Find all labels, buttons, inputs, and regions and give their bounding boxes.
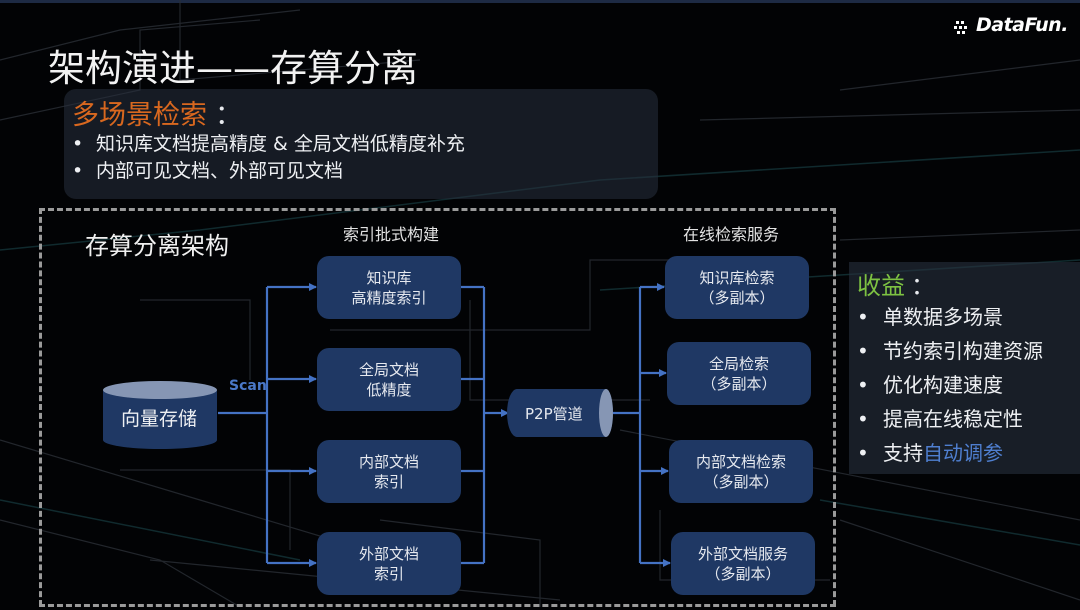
benefit-item: •提高在线稳定性 (857, 402, 1043, 436)
index-node-external-docs: 外部文档 索引 (317, 532, 461, 595)
architecture-frame (39, 208, 836, 606)
scenario-heading-colon: ： (215, 100, 242, 131)
benefits-heading-text: 收益 (857, 272, 905, 300)
benefit-item: •单数据多场景 (857, 300, 1043, 334)
top-accent-bar (0, 0, 1080, 3)
scenario-item: •内部可见文档、外部可见文档 (72, 158, 465, 185)
batch-build-header: 索引批式构建 (343, 225, 440, 244)
benefit-item: •优化构建速度 (857, 368, 1043, 402)
logo-text: DataFun. (976, 14, 1068, 36)
p2p-pipe-label: P2P管道 (525, 405, 583, 423)
vector-storage-cylinder (103, 381, 217, 449)
index-node-knowledge-base: 知识库 高精度索引 (317, 256, 461, 319)
online-service-header: 在线检索服务 (683, 225, 780, 244)
scan-label: Scan (229, 378, 267, 394)
scenario-heading-text: 多场景检索 (72, 100, 207, 131)
bullet-icon: • (857, 441, 869, 465)
index-node-global-docs: 全局文档 低精度 (317, 348, 461, 411)
benefits-heading: 收益： (857, 266, 935, 301)
scenario-panel: 多场景检索 ： •知识库文档提高精度 & 全局文档低精度补充 •内部可见文档、外部… (64, 89, 658, 199)
bullet-icon: • (857, 305, 869, 329)
vector-storage-label: 向量存储 (121, 408, 198, 430)
benefit-item: •支持自动调参 (857, 436, 1043, 470)
bullet-icon: • (72, 133, 84, 155)
scenario-list: •知识库文档提高精度 & 全局文档低精度补充 •内部可见文档、外部可见文档 (72, 131, 465, 185)
datafun-logo: DataFun. (954, 10, 1068, 40)
benefits-heading-colon: ： (911, 272, 935, 300)
bullet-icon: • (857, 339, 869, 363)
benefit-highlight: 自动调参 (923, 441, 1003, 465)
slide-title: 架构演进——存算分离 (48, 47, 418, 90)
benefits-list: •单数据多场景 •节约索引构建资源 •优化构建速度 •提高在线稳定性 •支持自动… (857, 300, 1043, 470)
scenario-item: •知识库文档提高精度 & 全局文档低精度补充 (72, 131, 465, 158)
bullet-icon: • (857, 373, 869, 397)
benefits-panel: 收益： •单数据多场景 •节约索引构建资源 •优化构建速度 •提高在线稳定性 •… (849, 262, 1080, 474)
bullet-icon: • (72, 160, 84, 182)
p2p-pipe-cylinder (507, 389, 613, 437)
architecture-frame-bottom (39, 604, 836, 610)
service-node-internal-docs: 内部文档检索 （多副本） (669, 440, 813, 503)
service-node-knowledge-base: 知识库检索 （多副本） (665, 256, 809, 319)
bullet-icon: • (857, 407, 869, 431)
architecture-title: 存算分离架构 (85, 232, 229, 260)
service-node-global: 全局检索 （多副本） (667, 342, 811, 405)
benefit-item: •节约索引构建资源 (857, 334, 1043, 368)
index-node-internal-docs: 内部文档 索引 (317, 440, 461, 503)
datafun-dots-icon (954, 16, 972, 34)
service-node-external-docs: 外部文档服务 （多副本） (671, 532, 815, 595)
scenario-heading: 多场景检索 ： (72, 93, 242, 132)
